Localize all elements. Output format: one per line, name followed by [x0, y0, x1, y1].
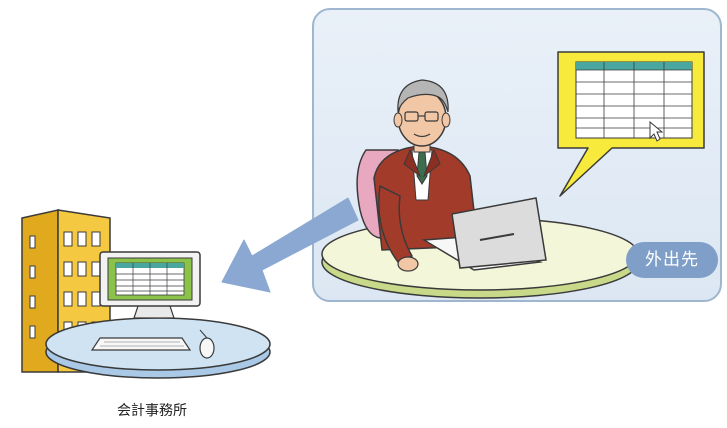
office-caption: 会計事務所: [117, 403, 187, 419]
mouse-icon: [199, 329, 215, 359]
laptop-icon: [421, 197, 547, 271]
remote-location-badge: 外出先: [626, 242, 718, 278]
desktop-computer-icon: [90, 251, 215, 359]
glasses: [404, 111, 439, 122]
cursor-icon: [649, 120, 664, 142]
person-icon: [373, 79, 479, 272]
callout-bubble: [557, 51, 705, 197]
arrow-icon: [221, 197, 359, 293]
desktop-spreadsheet-icon: [115, 262, 185, 296]
spreadsheet-icon: [575, 61, 693, 139]
